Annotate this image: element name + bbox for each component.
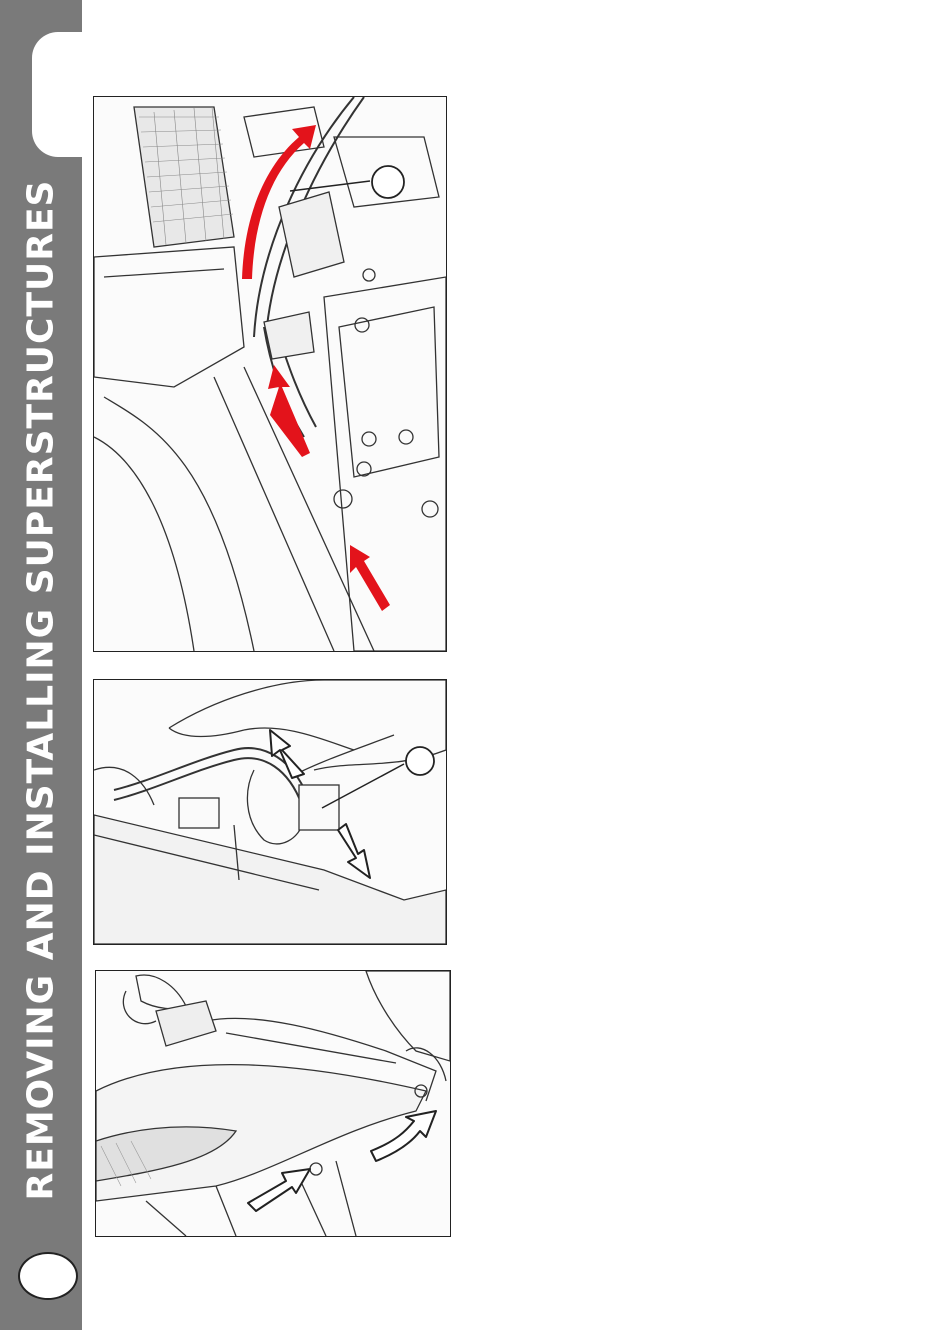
line-drawing-connector	[94, 680, 446, 944]
page-number-badge	[18, 1252, 78, 1300]
section-title-text: REMOVING AND INSTALLING SUPERSTRUCTURES	[21, 180, 62, 1201]
line-drawing-side-panel	[96, 971, 450, 1236]
line-drawing-radiator	[94, 97, 446, 651]
figure-radiator-hose	[93, 96, 447, 652]
figure-side-panel-removal	[95, 970, 451, 1237]
figure-connector-disconnect	[93, 679, 447, 945]
side-tab	[32, 32, 82, 157]
